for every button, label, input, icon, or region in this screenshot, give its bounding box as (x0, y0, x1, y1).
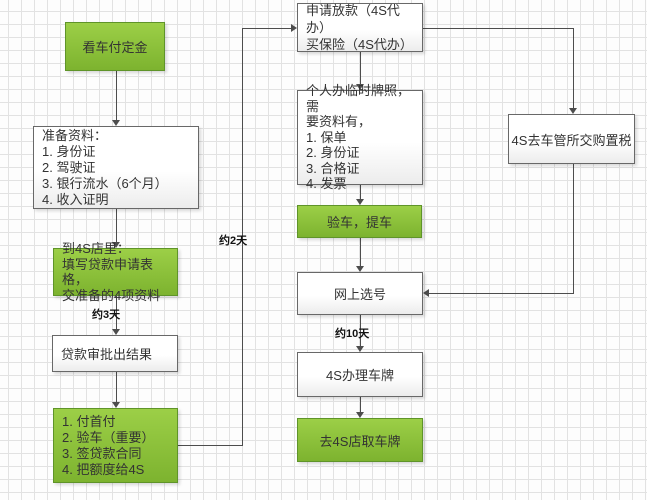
node-inspect-and-pickup-car[interactable]: 验车，提车 (297, 205, 422, 238)
node-loan-approval-result[interactable]: 贷款审批出结果 (52, 335, 178, 372)
node-label: 1. 付首付 2. 验车（重要） 3. 签贷款合同 4. 把额度给4S (62, 413, 155, 477)
arrowhead-icon (356, 266, 364, 272)
arrowhead-icon (356, 84, 364, 90)
edge-label-approx-3-days: 约3天 (92, 309, 121, 321)
node-label: 申请放款（4S代办） 买保险（4S代办） (306, 3, 413, 52)
arrowhead-icon (112, 242, 120, 248)
arrowhead-icon (356, 412, 364, 418)
connector-inspect-to-online (360, 238, 361, 266)
node-label: 准备资料： 1. 身份证 2. 驾驶证 3. 银行流水（6个月） 4. 收入证明 (42, 127, 168, 207)
connector-tax-to-online-seg2 (429, 293, 574, 294)
arrowhead-icon (423, 289, 429, 297)
node-label: 贷款审批出结果 (61, 347, 153, 362)
arrowhead-icon (291, 24, 297, 32)
connector-deposit-to-prepare (116, 71, 117, 121)
connector-loan-to-tax-seg2 (573, 28, 574, 108)
connector-plate-to-pickup (360, 397, 361, 412)
node-4s-pay-purchase-tax[interactable]: 4S去车管所交购置税 (508, 114, 635, 164)
arrowhead-icon (356, 199, 364, 205)
node-apply-loan-buy-insurance[interactable]: 申请放款（4S代办） 买保险（4S代办） (297, 3, 423, 52)
node-payment-steps[interactable]: 1. 付首付 2. 验车（重要） 3. 签贷款合同 4. 把额度给4S (53, 408, 178, 483)
node-online-number-selection[interactable]: 网上选号 (297, 272, 423, 315)
edge-label-approx-10-days: 约10天 (335, 328, 370, 340)
connector-payment-to-loan-seg1 (178, 445, 243, 446)
node-4s-handle-plate[interactable]: 4S办理车牌 (297, 352, 423, 397)
connector-payment-to-loan-seg2 (242, 28, 243, 446)
arrowhead-icon (569, 108, 577, 114)
node-label: 验车，提车 (326, 215, 392, 230)
connector-prepare-to-4s (116, 209, 117, 243)
arrowhead-icon (112, 120, 120, 126)
node-temporary-plate-documents[interactable]: 个人办临时牌照，需 要资料有， 1. 保单 2. 身份证 3. 合格证 4. 发… (297, 83, 423, 191)
arrowhead-icon (112, 402, 120, 408)
node-label: 网上选号 (333, 287, 386, 302)
node-label: 个人办临时牌照，需 要资料有， 1. 保单 2. 身份证 3. 合格证 4. 发… (306, 83, 411, 192)
connector-tax-to-online-seg1 (573, 164, 574, 294)
connector-4s-to-approval (116, 296, 117, 329)
node-prepare-documents[interactable]: 准备资料： 1. 身份证 2. 驾驶证 3. 银行流水（6个月） 4. 收入证明 (33, 126, 199, 209)
edge-label-approx-2-days: 约2天 (219, 235, 248, 247)
node-view-car-pay-deposit[interactable]: 看车付定金 (65, 22, 165, 71)
node-label: 4S去车管所交购置税 (511, 132, 632, 148)
connector-payment-to-loan-seg3 (242, 28, 291, 29)
connector-approval-to-payment (116, 372, 117, 402)
connector-online-to-plate (360, 315, 361, 346)
arrowhead-icon (112, 329, 120, 335)
arrowhead-icon (356, 346, 364, 352)
node-label: 4S办理车牌 (326, 368, 394, 383)
node-label: 到4S店里： 填写贷款申请表格， 交准备的4项资料 (62, 241, 161, 303)
node-go-to-4s-store[interactable]: 到4S店里： 填写贷款申请表格， 交准备的4项资料 (53, 241, 178, 303)
connector-loan-to-tempplate (360, 52, 361, 84)
connector-tempplate-to-inspect (360, 185, 361, 199)
node-label: 看车付定金 (82, 40, 148, 55)
connector-loan-to-tax-seg1 (423, 28, 574, 29)
node-pickup-plate-at-4s[interactable]: 去4S店取车牌 (297, 418, 423, 462)
node-label: 去4S店取车牌 (319, 433, 401, 449)
